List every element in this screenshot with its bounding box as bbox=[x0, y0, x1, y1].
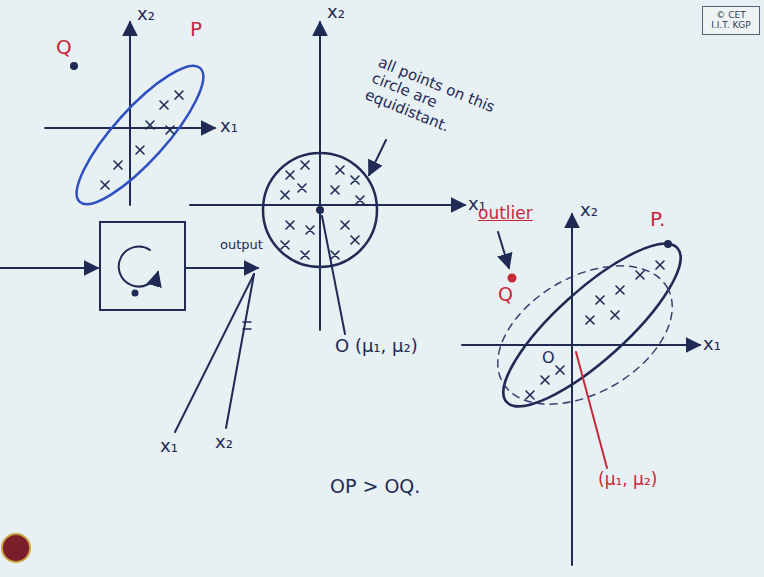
axis-label: x₂ bbox=[137, 4, 155, 25]
point-dot bbox=[71, 63, 77, 69]
sample-marks bbox=[281, 161, 364, 259]
signal-label: x₁ bbox=[160, 436, 178, 457]
axis bbox=[462, 344, 700, 346]
outlier-dot bbox=[509, 275, 516, 282]
leader-line bbox=[576, 352, 607, 468]
axis-label: x₁ bbox=[220, 116, 238, 137]
signal-label: output bbox=[220, 238, 263, 253]
branch-line bbox=[226, 274, 254, 428]
leader-line bbox=[322, 216, 345, 334]
branch-line bbox=[175, 274, 254, 432]
dashed-contour bbox=[474, 237, 697, 432]
point-label: Q bbox=[498, 284, 513, 306]
axis-label: x₂ bbox=[580, 200, 598, 221]
axis bbox=[129, 22, 131, 205]
point-dot bbox=[665, 241, 671, 247]
note: all points on this circle are equidistan… bbox=[363, 54, 503, 151]
sample-marks bbox=[101, 91, 183, 189]
origin-label: O bbox=[542, 349, 555, 367]
logo-text: © CET I.I.T. KGP bbox=[706, 10, 756, 31]
logo-mark bbox=[2, 534, 30, 562]
equidistance-circle bbox=[263, 153, 377, 267]
logo-box: © CET I.I.T. KGP bbox=[702, 6, 760, 35]
dot bbox=[133, 291, 138, 296]
mean-label: O (μ₁, μ₂) bbox=[335, 336, 418, 357]
point-label: Q bbox=[56, 36, 72, 59]
axis-label: x₂ bbox=[327, 2, 345, 23]
axis bbox=[190, 204, 465, 206]
leader-line bbox=[369, 140, 386, 175]
equal-mark bbox=[243, 322, 251, 329]
callout: outlier bbox=[478, 204, 533, 224]
system-box bbox=[100, 222, 185, 310]
sample-marks bbox=[526, 261, 664, 399]
axis bbox=[45, 127, 215, 129]
point-label: P bbox=[190, 18, 202, 41]
data-ellipse bbox=[60, 51, 219, 220]
mean-label: (μ₁, μ₂) bbox=[598, 470, 657, 490]
axis bbox=[571, 214, 573, 565]
inequality: OP > OQ. bbox=[330, 476, 420, 498]
point-label: P. bbox=[650, 208, 665, 231]
cycle-arrow bbox=[119, 247, 158, 287]
input-arrow bbox=[0, 267, 98, 269]
leader-line bbox=[498, 232, 509, 268]
mean-dot bbox=[317, 207, 323, 213]
axis bbox=[319, 22, 321, 330]
signal-label: x₂ bbox=[215, 432, 233, 453]
output-arrow bbox=[185, 267, 258, 269]
axis-label: x₁ bbox=[703, 334, 721, 355]
